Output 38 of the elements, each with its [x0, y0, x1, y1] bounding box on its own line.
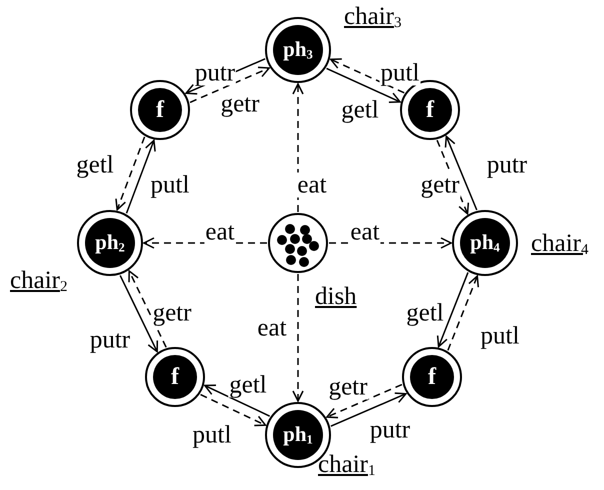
arrow: [204, 384, 270, 417]
arrow: [330, 392, 407, 427]
caption-label: chair$_{3}$: [344, 4, 402, 31]
caption-label: chair$_{1}$: [318, 452, 376, 479]
arrow: [292, 274, 304, 402]
edge-label: getl: [340, 98, 380, 122]
edge-label: eat: [296, 172, 328, 198]
node-label: ph$_{4}$: [470, 232, 500, 254]
arrow: [326, 384, 402, 418]
node-label: f: [171, 365, 179, 389]
edge-label: getl: [405, 300, 445, 326]
node-label: ph$_{2}$: [95, 232, 125, 254]
edge-label: putl: [192, 422, 232, 448]
arrow: [128, 270, 167, 348]
edge-label: putl: [150, 172, 190, 198]
caption-label: dish: [315, 284, 357, 309]
arrow: [326, 68, 401, 104]
arrow: [126, 140, 156, 214]
node-label: ph$_{1}$: [283, 424, 313, 446]
node-label: f: [156, 98, 164, 122]
arrow: [444, 136, 478, 210]
node-label: f: [426, 98, 434, 122]
arrow: [200, 394, 266, 426]
arrow: [120, 275, 158, 352]
node-label: f: [428, 365, 436, 389]
caption-label: chair$_{4}$: [531, 231, 588, 258]
node-label: ph$_{3}$: [283, 38, 313, 62]
arrow: [115, 136, 146, 211]
arrow: [447, 275, 479, 351]
edge-label: putl: [380, 60, 420, 86]
edge-label: putl: [480, 324, 520, 348]
edge-label: getr: [420, 172, 460, 198]
arrow: [436, 272, 469, 348]
edge-label: getl: [228, 372, 268, 398]
caption-label: chair$_{2}$: [10, 268, 68, 295]
arrow: [190, 66, 270, 104]
arrow: [330, 58, 405, 94]
edge-label: getl: [75, 152, 115, 178]
